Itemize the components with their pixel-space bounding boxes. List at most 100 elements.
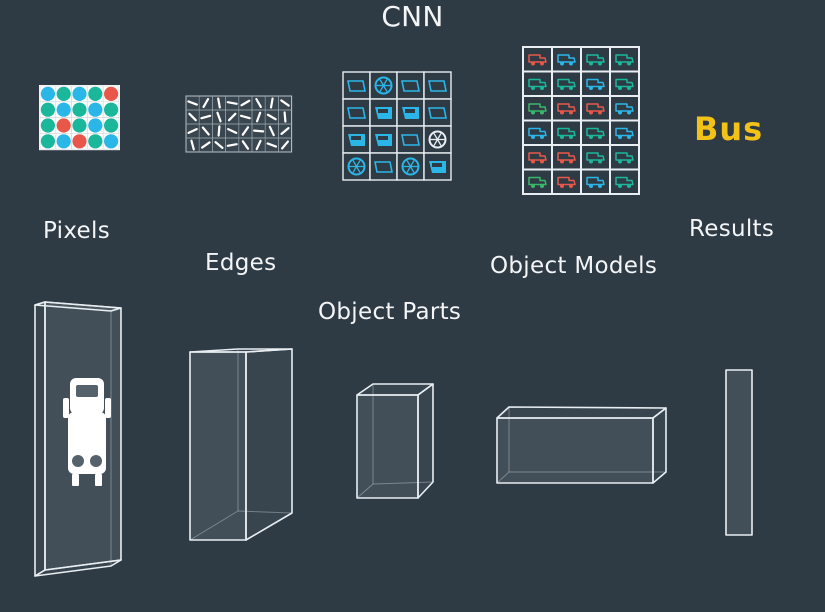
edge-stroke <box>253 129 265 133</box>
wheel-part <box>428 130 447 149</box>
pixel-dot <box>40 118 56 133</box>
model-cell <box>553 170 580 193</box>
pixel-dot <box>88 86 103 101</box>
vehicle-icon <box>615 176 634 186</box>
model-cell <box>524 170 551 193</box>
object-parts-grid <box>342 71 452 181</box>
pixel-dot <box>72 102 87 117</box>
layer-box-edges <box>189 348 293 541</box>
edge-stroke <box>214 141 224 149</box>
part-cell <box>369 152 398 181</box>
model-cell <box>553 146 580 169</box>
vehicle-icon <box>586 54 605 63</box>
model-cell <box>524 121 551 144</box>
pixel-dot <box>56 102 71 117</box>
model-cell <box>582 97 609 120</box>
edge-stroke <box>190 139 195 151</box>
wheel-part <box>374 76 393 95</box>
edge-stroke <box>188 112 197 122</box>
pixel-dot <box>88 134 103 149</box>
edge-stroke <box>201 141 211 149</box>
vehicle-icon <box>586 127 605 137</box>
diagram-title: CNN <box>381 0 444 33</box>
edge-stroke <box>281 140 289 150</box>
model-cell <box>524 72 551 95</box>
bus-icon <box>63 378 111 486</box>
edge-stroke <box>187 100 198 106</box>
pixel-dot <box>88 102 103 117</box>
edge-stroke <box>239 114 251 120</box>
edge-stroke <box>200 114 212 120</box>
vehicle-icon <box>557 152 576 161</box>
pixel-grid <box>39 85 120 151</box>
model-cell <box>524 48 551 71</box>
edge-stroke <box>216 111 222 123</box>
model-cell <box>611 121 638 144</box>
vehicle-icon <box>528 78 547 88</box>
pixel-dot <box>104 102 119 117</box>
model-cell <box>611 170 638 193</box>
edge-stroke <box>187 127 198 135</box>
vehicle-icon <box>557 127 576 137</box>
vehicle-icon <box>528 127 547 137</box>
edge-feature-grid <box>185 95 293 153</box>
pixel-dot <box>72 134 87 149</box>
pixel-dot <box>56 134 71 149</box>
model-cell <box>582 146 609 169</box>
wheel-part <box>401 157 420 176</box>
edge-stroke <box>226 101 238 105</box>
part-cell <box>423 152 452 181</box>
stage-label-results: Results <box>689 216 775 242</box>
edge-stroke <box>283 111 287 123</box>
model-cell <box>524 97 551 120</box>
vehicle-icon <box>615 103 634 112</box>
pixel-dot <box>104 134 119 149</box>
edge-stroke <box>269 97 274 109</box>
part-cell <box>423 71 452 100</box>
edge-stroke <box>266 113 277 121</box>
pixel-dot <box>56 86 71 101</box>
vehicle-icon <box>528 176 547 186</box>
object-models-grid <box>522 46 640 195</box>
pixel-dot <box>40 102 56 117</box>
window-part <box>428 107 447 119</box>
window-part <box>374 161 393 173</box>
model-cell <box>553 72 580 95</box>
part-cell <box>342 71 371 100</box>
edge-stroke <box>201 126 210 136</box>
edge-stroke <box>227 127 238 135</box>
vehicle-icon <box>615 78 634 88</box>
vehicle-icon <box>586 103 605 112</box>
edge-stroke <box>217 97 221 109</box>
stage-label-object-models: Object Models <box>490 253 658 279</box>
edge-stroke <box>280 127 290 135</box>
layer-box-results <box>725 369 753 536</box>
pixel-dot <box>40 134 56 149</box>
vehicle-icon <box>586 152 605 161</box>
model-cell <box>553 97 580 120</box>
result-bus-text: Bus <box>694 110 764 148</box>
edge-stroke <box>240 99 251 107</box>
pixel-dot <box>88 118 103 133</box>
model-cell <box>553 48 580 71</box>
edge-stroke <box>280 99 290 107</box>
vehicle-icon <box>557 54 576 63</box>
pixel-dot <box>104 86 119 101</box>
model-cell <box>582 72 609 95</box>
part-cell <box>396 125 425 154</box>
vehicle-icon <box>615 54 634 63</box>
edge-stroke <box>241 126 250 136</box>
window-part <box>428 80 447 92</box>
vehicle-icon <box>528 54 547 63</box>
model-cell <box>582 170 609 193</box>
edge-stroke <box>226 143 238 147</box>
model-cell <box>582 48 609 71</box>
pixel-dot <box>40 86 56 101</box>
stage-label-pixels: Pixels <box>43 218 110 244</box>
pixel-dot <box>72 86 87 101</box>
layer-box-object-parts <box>356 383 434 499</box>
vehicle-icon <box>586 78 605 88</box>
model-cell <box>611 97 638 120</box>
part-cell <box>423 98 452 127</box>
